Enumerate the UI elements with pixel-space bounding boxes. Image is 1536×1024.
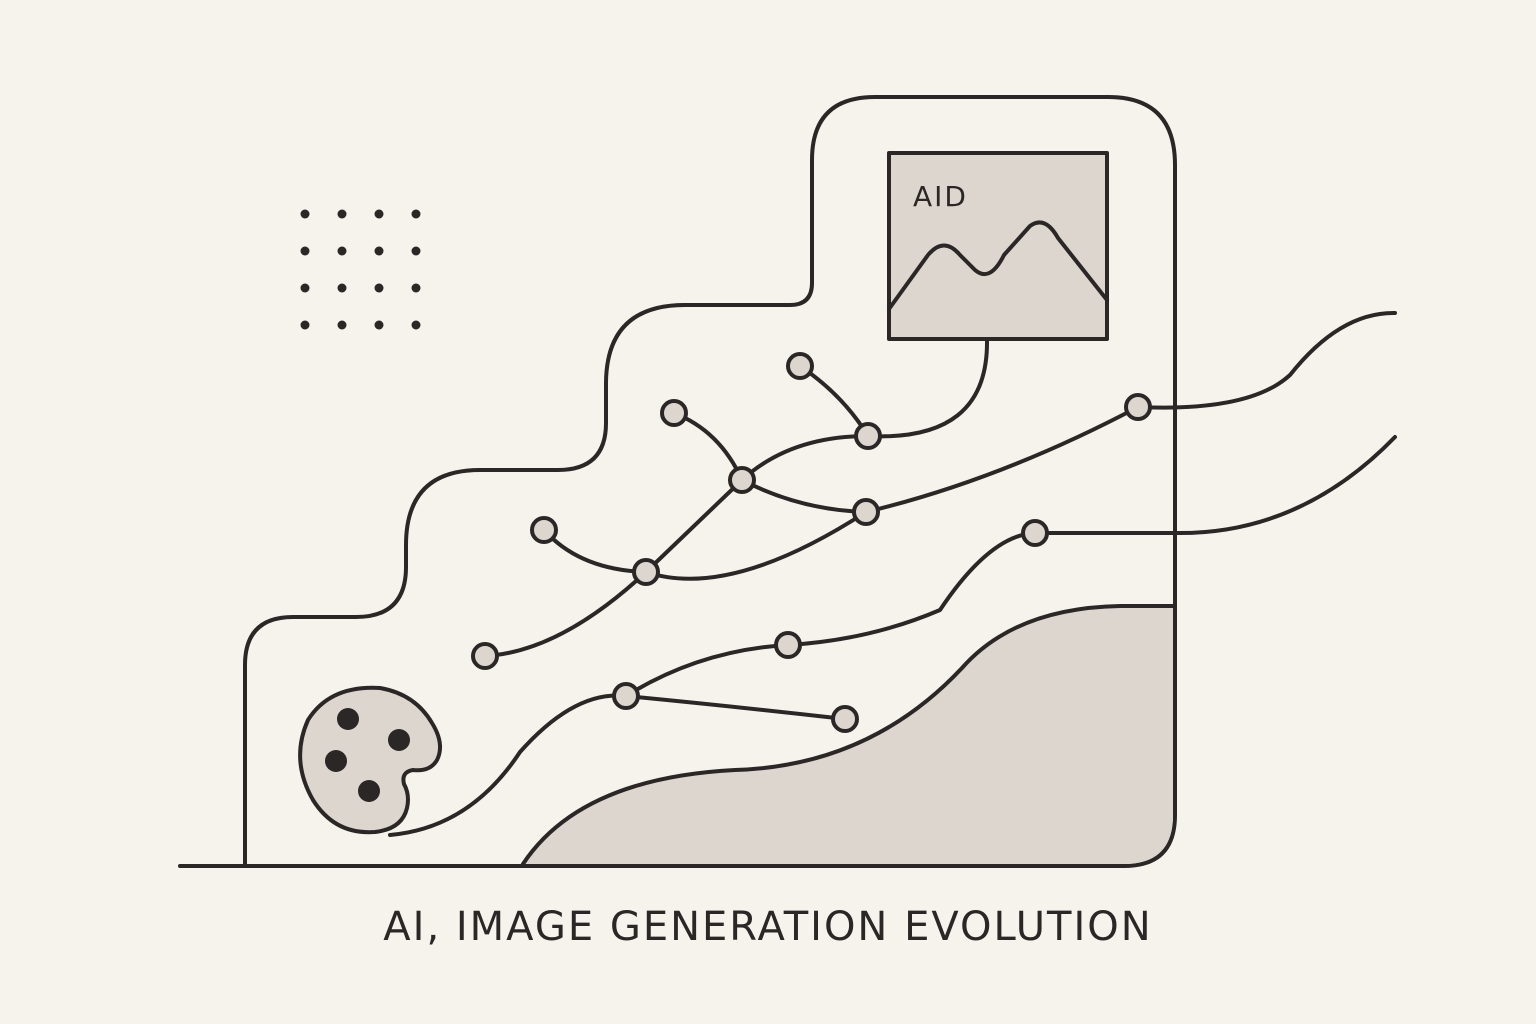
node <box>632 558 660 586</box>
node <box>831 705 859 733</box>
palette-paint-spot <box>358 780 380 802</box>
grid-dot <box>337 283 347 293</box>
hill-outline <box>521 604 1175 866</box>
node <box>1021 519 1049 547</box>
flow-line-1 <box>864 310 1397 514</box>
grid-dot <box>300 246 310 256</box>
grid-dot <box>374 246 384 256</box>
mountains-outline <box>887 220 1109 311</box>
grid-dot <box>411 320 421 330</box>
edge-top-node-hub <box>798 364 870 438</box>
node <box>530 516 558 544</box>
palette-body <box>298 685 443 835</box>
grid-dot <box>411 209 421 219</box>
image-frame-border <box>887 151 1109 341</box>
stepped-outline <box>178 95 1177 868</box>
grid-dot <box>374 283 384 293</box>
edge-left-node <box>672 411 744 482</box>
grid-dot <box>300 209 310 219</box>
node <box>728 466 756 494</box>
grid-dot <box>300 320 310 330</box>
node <box>786 352 814 380</box>
edge-mid-left <box>542 528 648 574</box>
grid-dot <box>300 283 310 293</box>
image-frame-icon <box>887 151 1109 341</box>
node <box>612 682 640 710</box>
node-group <box>471 352 1152 733</box>
edge-mid-right <box>644 510 868 581</box>
grid-dot <box>411 283 421 293</box>
grid-dot <box>411 246 421 256</box>
frame-label: AID <box>913 180 968 213</box>
grid-dot <box>374 320 384 330</box>
mountains <box>889 222 1107 339</box>
grid-dot <box>374 209 384 219</box>
node <box>854 422 882 450</box>
node <box>852 498 880 526</box>
node <box>1124 393 1152 421</box>
palette-icon <box>298 685 443 835</box>
node <box>660 399 688 427</box>
node <box>774 631 802 659</box>
grid-dot <box>337 209 347 219</box>
edge-hub-node <box>740 434 870 482</box>
grid-dot <box>337 320 347 330</box>
palette-paint-spot <box>337 708 359 730</box>
edge-lower-right <box>624 694 847 721</box>
node <box>471 642 499 670</box>
palette-paint-spot <box>325 750 347 772</box>
dot-grid-icon <box>300 209 421 330</box>
shaded-hill <box>523 606 1173 864</box>
caption: AI, IMAGE GENERATION EVOLUTION <box>383 904 1153 950</box>
edge-hub-right <box>740 478 868 514</box>
palette-paint-spot <box>388 729 410 751</box>
grid-dot <box>337 246 347 256</box>
connector-frame <box>866 339 990 439</box>
